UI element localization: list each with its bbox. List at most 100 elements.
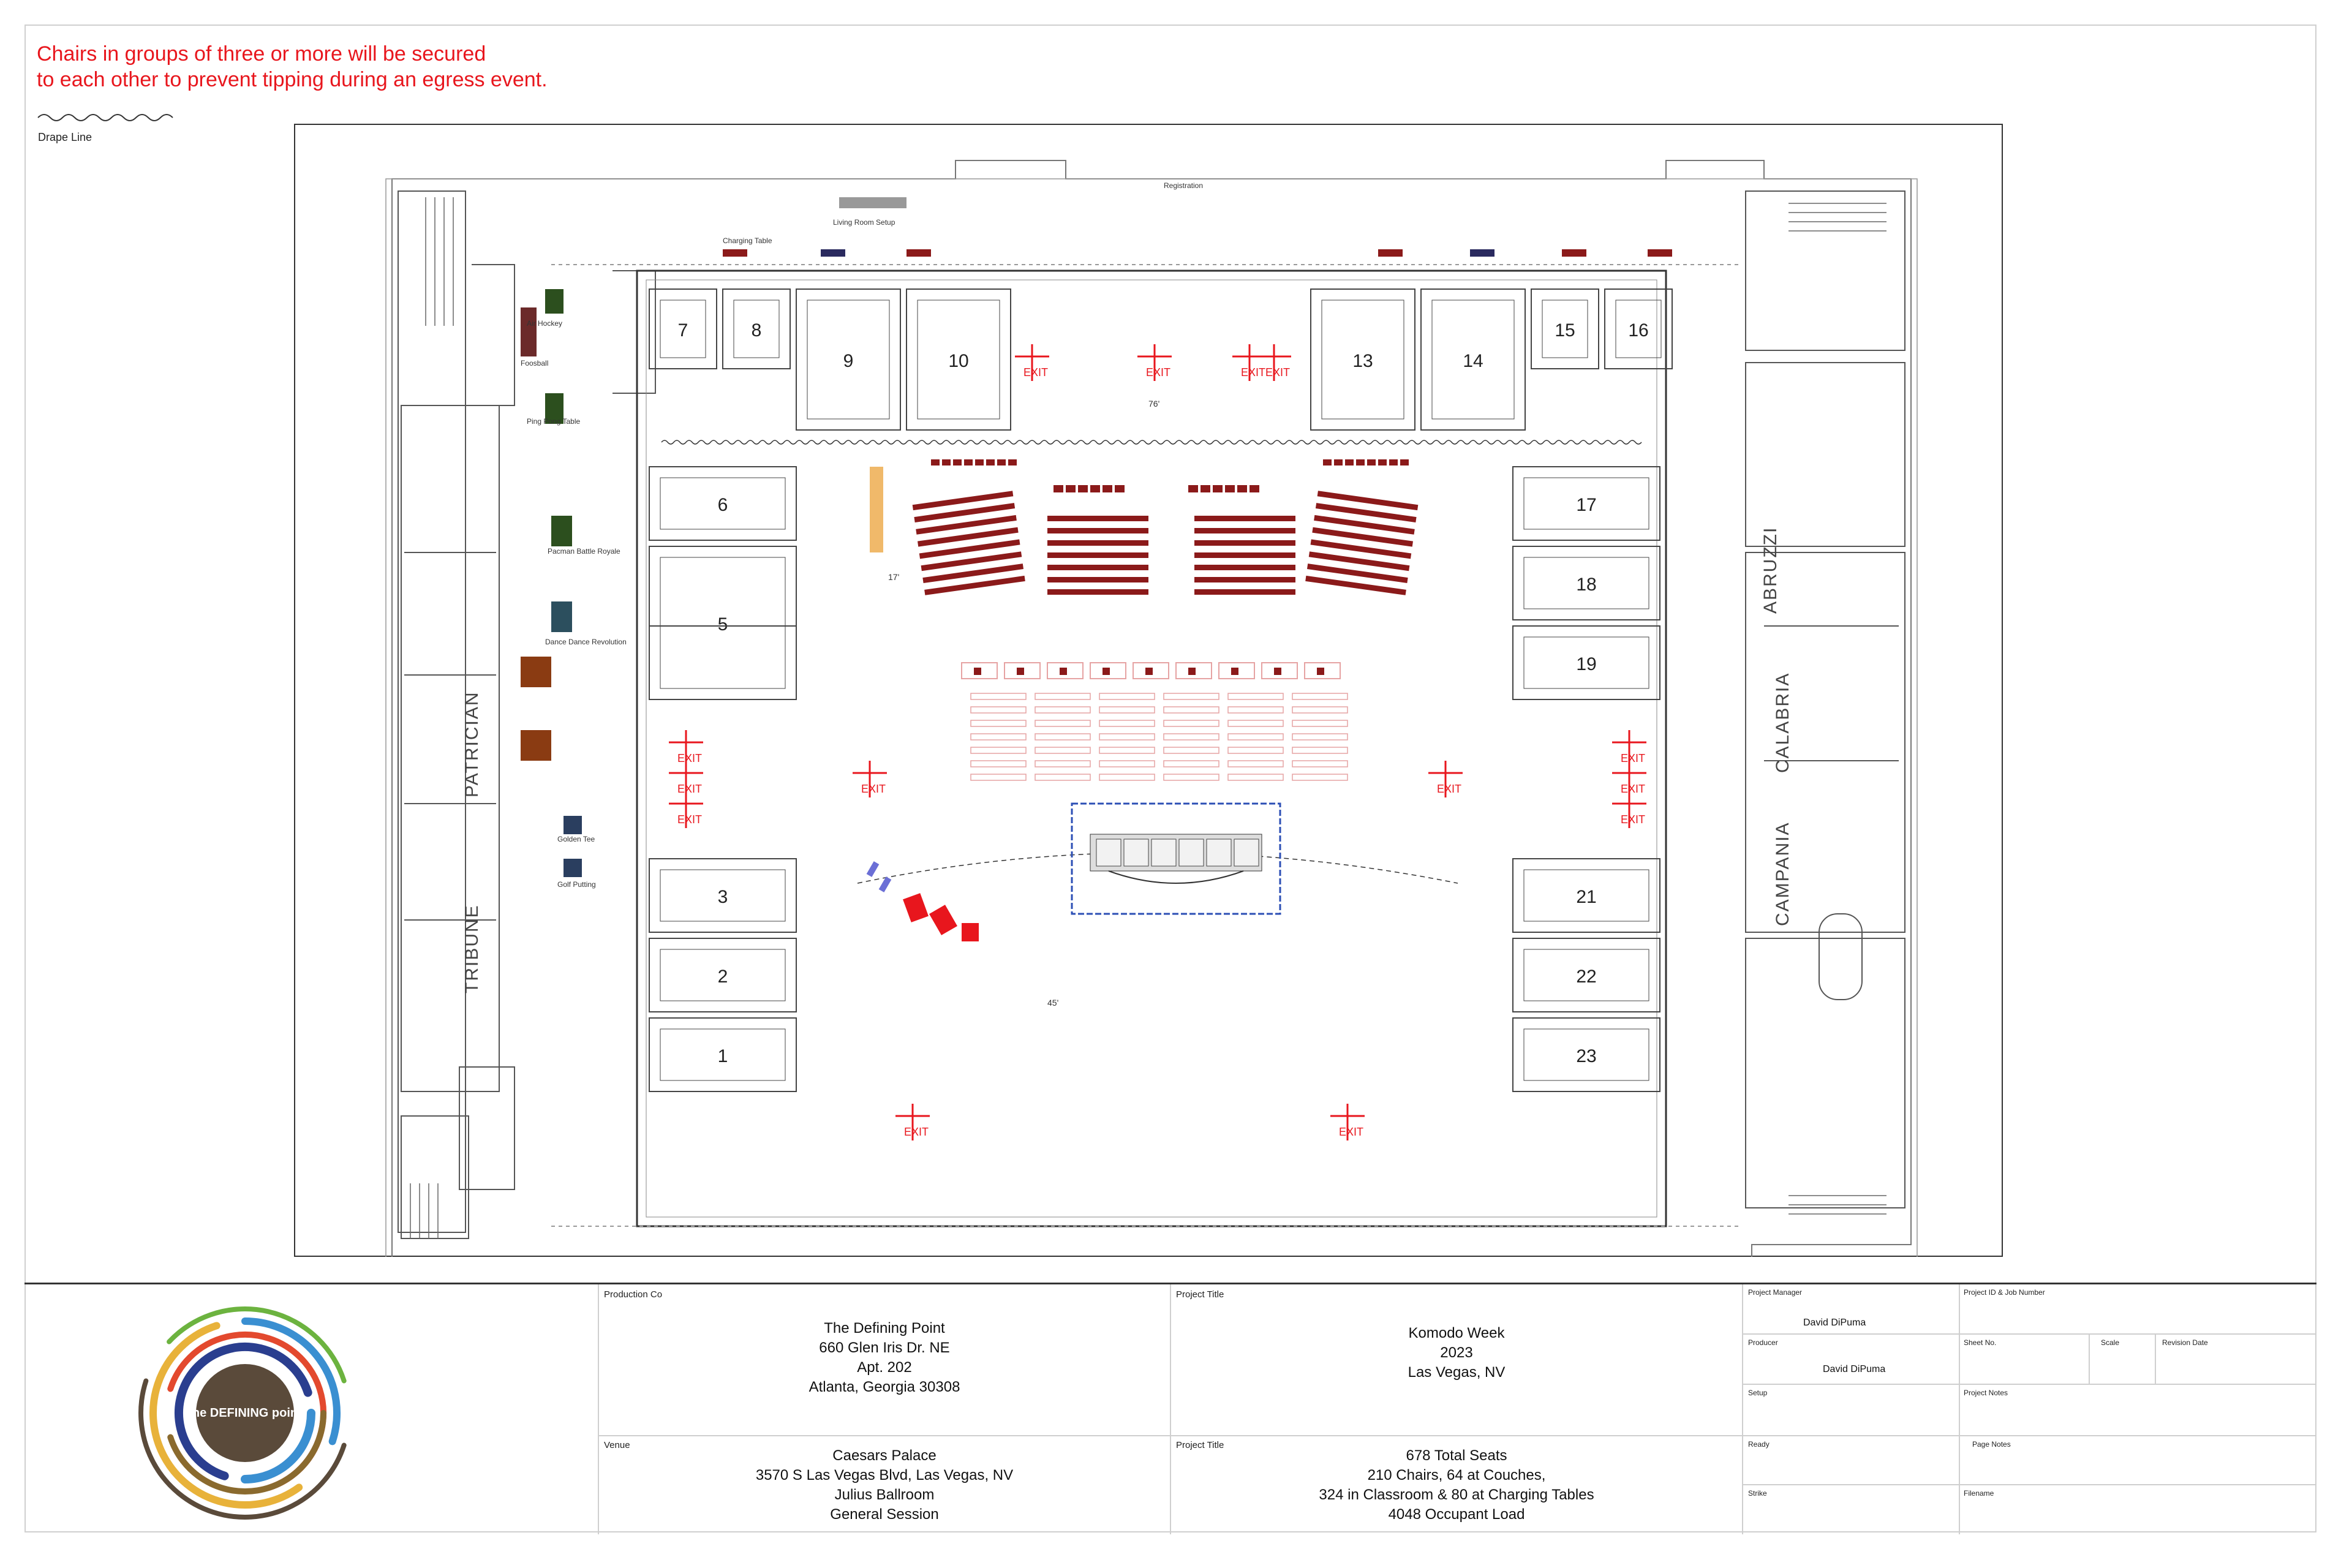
classroom-table [1227,760,1284,767]
venue-label: Venue [604,1440,630,1450]
exit-label: EXIT [904,1126,929,1138]
seat-row [1305,575,1406,595]
production-line: Apt. 202 [857,1359,912,1376]
chair [1054,485,1063,492]
chair [953,459,962,466]
seat-row [922,564,1024,584]
chair [1378,459,1387,466]
exit-label: EXIT [1265,366,1290,379]
couch [1175,662,1212,679]
booth-outline [1512,1017,1660,1092]
activity-label: Ping Pong Table [527,417,581,426]
classroom-table [1292,774,1348,781]
project-title-cell [1170,1284,1742,1534]
couch-table [1145,668,1153,675]
billiard-table [1542,300,1588,358]
couch [1004,662,1041,679]
exit-label: EXIT [1339,1126,1363,1138]
booth-number: 16 [1628,320,1648,341]
classroom-table [1227,774,1284,781]
classroom-table [1099,774,1155,781]
project-title-line: 2023 [1440,1344,1473,1361]
producer-label: Producer [1748,1338,1778,1347]
exit-label: EXIT [1621,752,1645,764]
chair [1188,485,1198,492]
couch-table [1188,668,1196,675]
production-line: 660 Glen Iris Dr. NE [819,1340,950,1356]
seat-row [1194,565,1295,570]
seat-summary-line: 210 Chairs, 64 at Couches, [1367,1467,1546,1483]
activity-station [723,249,747,257]
couch-table [1017,668,1024,675]
classroom-table [1035,774,1091,781]
safety-note-line-1: Chairs in groups of three or more will b… [37,42,486,66]
chair [1225,485,1235,492]
venue-line: Julius Ballroom [834,1487,935,1503]
booth-number: 8 [752,320,762,341]
activity-label: Registration [1164,181,1203,190]
billiard-table [917,300,1000,420]
project-title: Komodo Week 2023 Las Vegas, NV [1171,1324,1742,1382]
chair [1250,485,1259,492]
billiard-table [1523,477,1649,530]
seat-row [1047,540,1148,546]
seat-summary: 678 Total Seats 210 Chairs, 64 at Couche… [1171,1446,1742,1525]
classroom-table [1163,733,1219,741]
seat-row [918,527,1019,547]
booth-number: 23 [1576,1046,1596,1066]
activity-station [564,816,582,834]
exit-label: EXIT [1146,366,1170,379]
activity-station [564,859,582,877]
classroom-table [1227,693,1284,700]
seat-summary-line: 4048 Occupant Load [1388,1506,1525,1523]
activity-station [907,249,931,257]
billiard-table [1321,300,1404,420]
seat-row [1047,552,1148,558]
room-name: CAMPANIA [1773,822,1793,926]
chair [1389,459,1398,466]
venue-line: Caesars Palace [832,1447,937,1464]
booth-outline [1512,625,1660,700]
seat-row [1194,528,1295,533]
booth-outline [1512,938,1660,1012]
classroom-table [1163,760,1219,767]
classroom-table [1035,733,1091,741]
booth-outline [649,288,717,369]
billiard-table [660,949,786,1001]
seat-row [912,491,1014,511]
logo-ring [149,1322,303,1509]
classroom-table [1163,706,1219,714]
booth-outline [649,466,797,541]
room-name: PATRICIAN [462,691,482,797]
seat-row [1194,552,1295,558]
activity-station [1378,249,1403,257]
activity-station [521,730,551,761]
project-manager-label: Project Manager [1748,1288,1803,1297]
seat-row [1047,565,1148,570]
booth-outline [649,625,797,700]
chair [1356,459,1365,466]
activity-label: Dance Dance Revolution [545,638,627,646]
seating-block [1305,491,1419,595]
seat-row [1312,527,1413,547]
dimension-label: 17' [888,572,899,582]
floor-plan-frame [294,124,2003,1257]
activity-label: Golden Tee [557,835,595,843]
classroom-table [1163,747,1219,754]
drape-line-label: Drape Line [38,131,92,143]
scale-label: Scale [2101,1338,2120,1347]
exit-label: EXIT [1023,366,1048,379]
couch-table [1317,668,1324,675]
couch [1090,662,1126,679]
stage-truss [1071,802,1281,915]
classroom-table [1163,693,1219,700]
seat-row [924,575,1025,595]
booth-number: 13 [1352,351,1373,371]
exit-label: EXIT [1621,783,1645,795]
chair [1115,485,1125,492]
chair [1102,485,1112,492]
drape-line-symbol [37,114,173,121]
production-line: Atlanta, Georgia 30308 [809,1379,960,1395]
filename-label: Filename [1964,1489,1994,1498]
seat-row [1306,564,1408,584]
